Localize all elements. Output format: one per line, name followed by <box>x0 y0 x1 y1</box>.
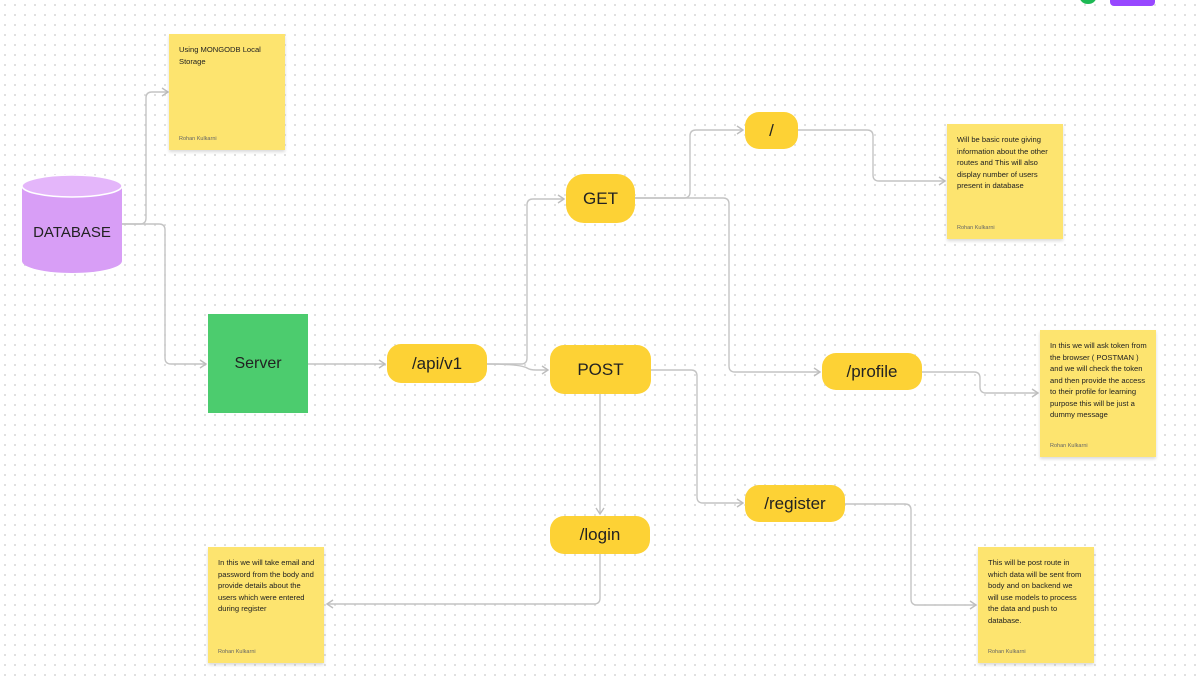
connector-api-post <box>486 363 550 375</box>
connector-get-profile <box>635 197 822 377</box>
api-v1-node[interactable]: /api/v1 <box>387 344 487 383</box>
sticky-note-db[interactable]: Using MONGODB Local Storage Rohan Kulkar… <box>169 34 285 150</box>
server-node[interactable]: Server <box>208 314 308 413</box>
server-label: Server <box>234 354 282 372</box>
profile-label: /profile <box>846 361 898 381</box>
root-route-label: / <box>769 120 774 140</box>
note-text: Will be basic route giving information a… <box>957 135 1048 190</box>
post-node[interactable]: POST <box>550 345 651 394</box>
note-text: Using MONGODB Local Storage <box>179 45 261 66</box>
get-node[interactable]: GET <box>566 174 635 223</box>
share-button[interactable] <box>1110 0 1155 6</box>
connector-api-get <box>487 194 566 365</box>
connector-get-root <box>635 125 745 199</box>
sticky-note-profile[interactable]: In this we will ask token from the brows… <box>1040 330 1156 457</box>
root-route-node[interactable]: / <box>745 112 798 149</box>
connector-db-server <box>122 223 208 369</box>
connector-root-note <box>798 129 947 186</box>
note-author: Rohan Kulkarni <box>988 649 1026 655</box>
note-author: Rohan Kulkarni <box>218 649 256 655</box>
user-avatar-indicator[interactable] <box>1080 0 1096 4</box>
register-label: /register <box>764 493 826 513</box>
get-label: GET <box>583 188 618 208</box>
note-author: Rohan Kulkarni <box>957 225 995 231</box>
api-v1-label: /api/v1 <box>411 353 463 373</box>
note-author: Rohan Kulkarni <box>1050 443 1088 449</box>
database-cylinder-icon <box>22 174 122 273</box>
connector-register-note <box>845 503 978 610</box>
note-text: In this we will ask token from the brows… <box>1050 341 1147 419</box>
sticky-note-register[interactable]: This will be post route in which data wi… <box>978 547 1094 663</box>
connector-login-note <box>325 554 601 609</box>
note-text: This will be post route in which data wi… <box>988 558 1082 625</box>
note-text: In this we will take email and password … <box>218 558 315 613</box>
connector-db-note <box>122 87 170 225</box>
note-author: Rohan Kulkarni <box>179 136 217 142</box>
database-label: DATABASE <box>33 224 111 241</box>
sticky-note-root[interactable]: Will be basic route giving information a… <box>947 124 1063 239</box>
connector-profile-note <box>922 371 1040 398</box>
sticky-note-login[interactable]: In this we will take email and password … <box>208 547 324 663</box>
register-node[interactable]: /register <box>745 485 845 522</box>
database-node[interactable]: DATABASE <box>22 174 122 273</box>
post-label: POST <box>577 359 624 379</box>
login-node[interactable]: /login <box>550 516 650 554</box>
connector-post-register <box>651 369 745 508</box>
login-label: /login <box>579 525 621 544</box>
profile-node[interactable]: /profile <box>822 353 922 390</box>
